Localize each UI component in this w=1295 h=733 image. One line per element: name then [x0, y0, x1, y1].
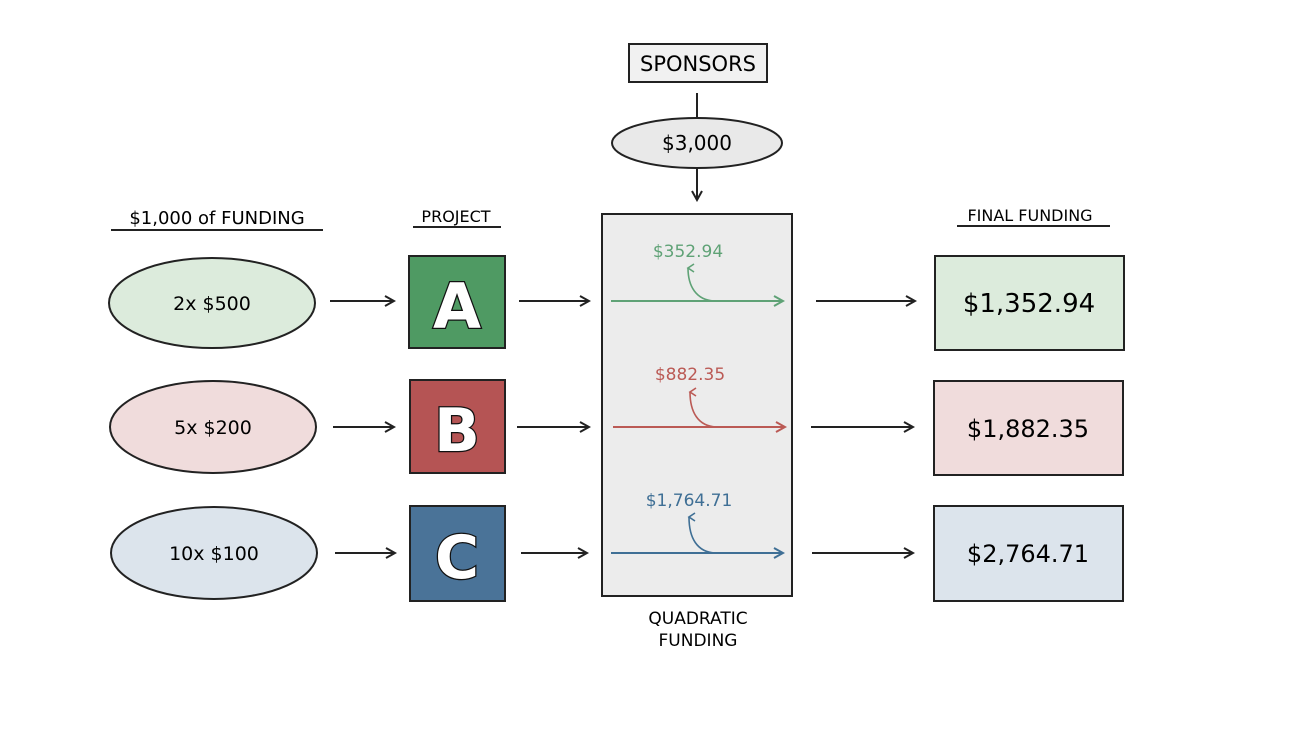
project-letter-a: A [433, 270, 481, 343]
row-b: 5x $200 B $882.35 $1,882.35 [109, 365, 1124, 476]
final-box-a [934, 255, 1125, 351]
header-project: PROJECT [421, 207, 490, 226]
row-c: 10x $100 C $1,764.71 $2,764.71 [110, 491, 1124, 602]
contribution-label-a: 2x $500 [173, 293, 251, 315]
final-amount-a: $1,352.94 [963, 289, 1095, 319]
project-letter-b: B [434, 396, 480, 466]
final-amount-c: $2,764.71 [967, 540, 1089, 568]
final-amount-b: $1,882.35 [967, 415, 1089, 443]
match-label-b: $882.35 [655, 365, 725, 385]
project-box-b [409, 379, 506, 474]
project-box-c [409, 505, 506, 602]
project-letter-c: C [435, 523, 479, 593]
contribution-ellipse-a [108, 257, 316, 349]
sponsor-pool-node: $3,000 [611, 117, 783, 169]
contribution-label-c: 10x $100 [169, 543, 259, 565]
qf-label-line2: FUNDING [659, 631, 738, 651]
contribution-ellipse-c [110, 506, 318, 600]
row-a: 2x $500 A $352.94 $1,352.94 [108, 242, 1125, 351]
sponsors-label: SPONSORS [640, 52, 756, 76]
quadratic-funding-box [601, 213, 793, 597]
header-funding: $1,000 of FUNDING [129, 208, 304, 229]
match-label-c: $1,764.71 [646, 491, 733, 511]
match-label-a: $352.94 [653, 242, 723, 262]
header-final-funding: FINAL FUNDING [967, 206, 1092, 225]
project-box-a [408, 255, 506, 349]
sponsors-node: SPONSORS [628, 43, 768, 83]
sponsor-pool-amount: $3,000 [662, 131, 732, 155]
sponsors-box [628, 43, 768, 83]
contribution-ellipse-b [109, 380, 317, 474]
contribution-label-b: 5x $200 [174, 417, 252, 439]
qf-label-line1: QUADRATIC [648, 609, 747, 629]
final-box-c [933, 505, 1124, 602]
final-box-b [933, 380, 1124, 476]
